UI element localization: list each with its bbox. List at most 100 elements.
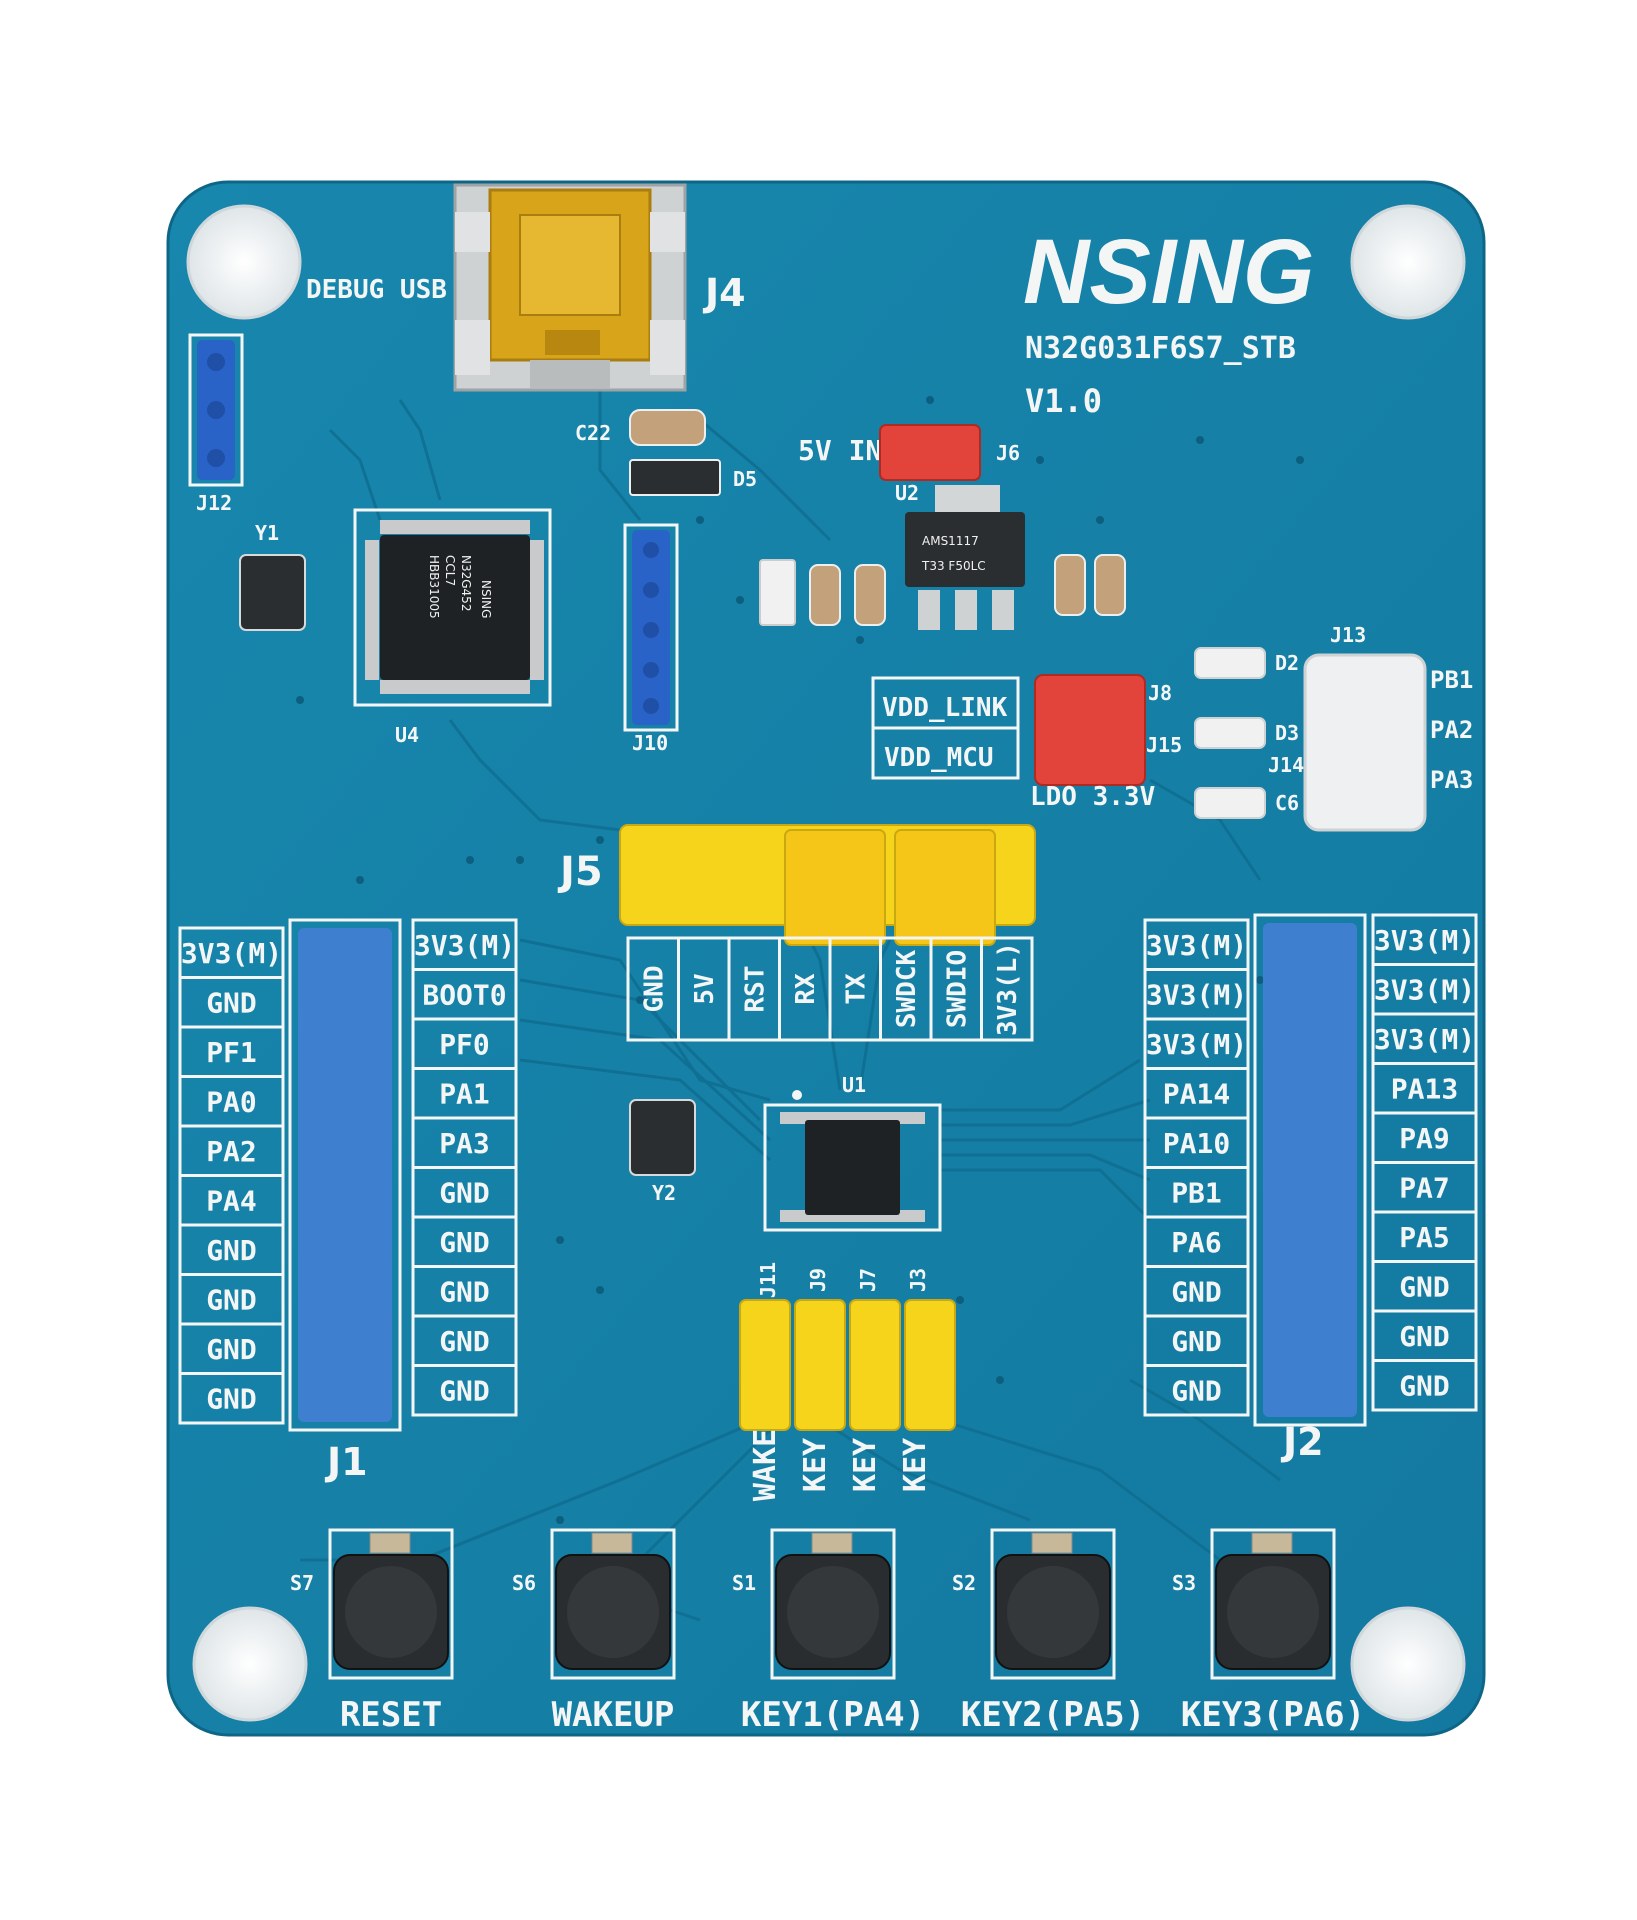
j5-pin-label: 5V xyxy=(690,973,720,1004)
j12-label: J12 xyxy=(196,491,232,515)
led-pin-pa2: PA2 xyxy=(1430,716,1473,744)
jumper-j8-j15 xyxy=(1034,674,1146,786)
button-cap[interactable] xyxy=(567,1566,659,1658)
button-cap[interactable] xyxy=(1227,1566,1319,1658)
y1-label: Y1 xyxy=(255,521,279,545)
button-label: KEY1(PA4) xyxy=(741,1695,925,1735)
jumper-key-label: WAKE xyxy=(748,1429,783,1501)
j4-label: J4 xyxy=(702,271,746,315)
button-outline xyxy=(1210,1528,1336,1680)
j1-left-pin-label: GND xyxy=(206,1234,257,1267)
j1-right-pin-cell xyxy=(411,1364,518,1417)
u4-marking-1: NSING xyxy=(479,580,493,618)
button-pin xyxy=(1031,1532,1073,1554)
j2-left-pin-label: 3V3(M) xyxy=(1146,1028,1247,1061)
j2-right-pin-label: 3V3(M) xyxy=(1374,924,1475,957)
j2-right-pin-label: 3V3(M) xyxy=(1374,973,1475,1006)
j1-right-pin-label: PA3 xyxy=(439,1127,490,1160)
button-label: KEY2(PA5) xyxy=(961,1695,1145,1735)
button-label: KEY3(PA6) xyxy=(1181,1695,1365,1735)
y2-label: Y2 xyxy=(652,1181,676,1205)
jumper-ref-label: J11 xyxy=(756,1262,780,1298)
j1-right-pin-label: GND xyxy=(439,1226,490,1259)
status-leds xyxy=(1194,647,1266,819)
button-outline xyxy=(770,1528,896,1680)
j5-pin-label: RX xyxy=(791,973,821,1005)
j2-right-pin-label: GND xyxy=(1399,1320,1450,1353)
button-cap[interactable] xyxy=(345,1566,437,1658)
j1-left-pin-label: PA0 xyxy=(206,1085,257,1118)
j1-right-pin-label: PF0 xyxy=(439,1028,490,1061)
jumper-ref-label: J7 xyxy=(856,1268,880,1292)
j12-header xyxy=(188,333,244,487)
j2-left-pin-label: PA6 xyxy=(1171,1226,1222,1259)
brand-logo: NSING xyxy=(1023,221,1314,323)
five-v-in-label: 5V IN xyxy=(798,434,882,467)
crystal-y1 xyxy=(239,554,306,631)
button-pin xyxy=(1251,1532,1293,1554)
u4-label: U4 xyxy=(395,723,419,747)
j2-right-pin-label: PA9 xyxy=(1399,1122,1450,1155)
j1-right-pin-label: BOOT0 xyxy=(422,978,506,1011)
usb-connector xyxy=(453,183,687,392)
j2-left-pin-label: 3V3(M) xyxy=(1146,978,1247,1011)
j1-right-pin-label: GND xyxy=(439,1176,490,1209)
d1-label: D2 xyxy=(1275,651,1299,675)
j2-left-pin-label: PA10 xyxy=(1163,1127,1230,1160)
button-outline xyxy=(990,1528,1116,1680)
j5-pin-label: SWDCK xyxy=(892,950,922,1029)
j1-left-pin-label: GND xyxy=(206,1382,257,1415)
switch-ref-label: S6 xyxy=(512,1571,536,1595)
d2-label: D3 xyxy=(1275,721,1299,745)
j1-left-pin-label: PA4 xyxy=(206,1184,257,1217)
j13-label: J13 xyxy=(1330,623,1366,647)
jumper-key-label: KEY xyxy=(898,1438,933,1492)
switch-ref-label: S3 xyxy=(1172,1571,1196,1595)
u1-label: U1 xyxy=(842,1073,866,1097)
u4-marking-2: N32G452 xyxy=(459,555,473,611)
j2-right-pin-label: PA13 xyxy=(1391,1072,1458,1105)
c22-label: C22 xyxy=(575,421,611,445)
mounting-holes xyxy=(186,204,1466,1722)
j2-right-pin-cell xyxy=(1371,1359,1478,1412)
jumper-key-label: KEY xyxy=(798,1438,833,1492)
jumper-ref-label: J9 xyxy=(806,1268,830,1292)
button-pin xyxy=(811,1532,853,1554)
j1-left-pin-label: PF1 xyxy=(206,1036,257,1069)
j1-left-pin-label: 3V3(M) xyxy=(181,937,282,970)
j2-right-pin-label: GND xyxy=(1399,1270,1450,1303)
j2-right-pin-label: 3V3(M) xyxy=(1374,1023,1475,1056)
j1-right-pin-label: GND xyxy=(439,1325,490,1358)
copper-traces xyxy=(300,390,1281,1622)
capacitor-c11 xyxy=(809,564,841,626)
j5-pin-label: SWDIO xyxy=(942,950,972,1028)
j2-right-pin-label: PA7 xyxy=(1399,1171,1450,1204)
j1-left-pin-label: GND xyxy=(206,1333,257,1366)
ldo-label: LDO 3.3V xyxy=(1030,782,1155,812)
j15-label: J15 xyxy=(1146,733,1182,757)
u2-label: U2 xyxy=(895,481,919,505)
button-cap[interactable] xyxy=(787,1566,879,1658)
button-pin xyxy=(369,1532,411,1554)
j1-right-pin-label: GND xyxy=(439,1275,490,1308)
j5-pin-label: RST xyxy=(740,966,770,1013)
switch-ref-label: S2 xyxy=(952,1571,976,1595)
d5-label: D5 xyxy=(733,467,757,491)
jumper-j6 xyxy=(879,424,981,481)
j2-left-pin-label: GND xyxy=(1171,1275,1222,1308)
j5-pin-label: GND xyxy=(639,966,669,1013)
switch-ref-label: S1 xyxy=(732,1571,756,1595)
button-cap[interactable] xyxy=(1007,1566,1099,1658)
button-outline xyxy=(550,1528,676,1680)
led-pin-pb1: PB1 xyxy=(1430,666,1473,694)
button-pin xyxy=(591,1532,633,1554)
j2-left-pin-label: GND xyxy=(1171,1374,1222,1407)
j1-right-pin-label: GND xyxy=(439,1374,490,1407)
j2-right-pin-label: GND xyxy=(1399,1369,1450,1402)
j2-left-pin-cell xyxy=(1143,1364,1250,1417)
j1-left-pin-label: GND xyxy=(206,986,257,1019)
u2-marking-2: T33 F50LC xyxy=(921,559,986,573)
u2-marking-1: AMS1117 xyxy=(922,534,979,548)
